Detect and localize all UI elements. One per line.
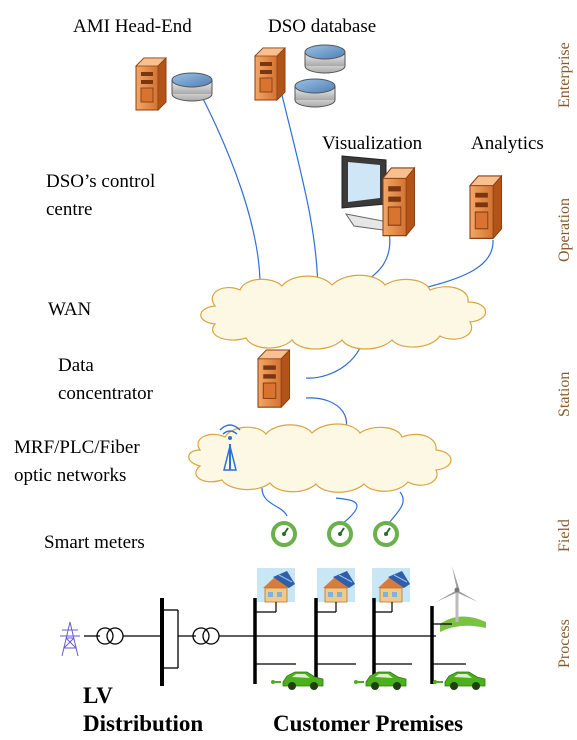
wind-turbine-icon [436,566,486,632]
ami-head-end-server [135,57,213,111]
layer-label-field: Field [556,519,573,552]
wan-cloud [200,274,487,350]
dso-database-server [254,44,346,108]
house-pv-icon-3 [371,567,411,603]
layer-label-station: Station [556,371,573,417]
smart-meters-label: Smart meters [44,532,145,553]
wan-label: WAN [48,299,92,320]
visualization-label: Visualization [322,133,423,154]
ami-head-end-label: AMI Head-End [73,16,192,37]
link-network-to-meter-3 [387,491,404,525]
communication-links [195,84,494,525]
dso-control-centre-label-line1: DSO’s control [46,171,156,192]
dso-database-label: DSO database [268,16,377,37]
antenna-icon [219,424,241,471]
house-pv-icon-2 [316,567,356,603]
link-ami-to-wan [195,84,261,293]
link-network-to-meter-1 [261,487,288,517]
networks-label-line1: MRF/PLC/Fiber [14,437,140,458]
hv-pylon-icon [60,621,80,657]
layer-label-operation: Operation [556,198,573,262]
dso-control-centre-label-line2: centre [46,199,93,220]
analytics-server [469,175,503,240]
data-concentrator-label-line1: Data [58,355,94,376]
lv-label-line2: Distribution [83,711,204,736]
house-pv-icon-1 [256,567,296,603]
networks-label-line2: optic networks [14,465,127,486]
smart-meter-icon-1 [271,521,297,547]
smart-meter-icon-3 [373,521,399,547]
data-concentrator-label-line2: concentrator [58,383,153,404]
electric-car-icon-2 [353,671,407,691]
link-network-to-meter-2 [335,497,358,525]
field-network-cloud [188,423,452,493]
lv-label-line1: LV [83,683,113,708]
electric-car-icon-3 [432,671,486,691]
analytics-label: Analytics [471,133,544,154]
link-db-to-wan [281,94,319,297]
smart-meter-icon-2 [327,521,353,547]
customer-premises-label: Customer Premises [273,711,464,736]
layer-label-enterprise: Enterprise [556,42,573,108]
lv-distribution-network [60,598,466,686]
layer-label-process: Process [556,619,573,668]
visualization-workstation [341,155,416,237]
data-concentrator-server [257,349,291,408]
